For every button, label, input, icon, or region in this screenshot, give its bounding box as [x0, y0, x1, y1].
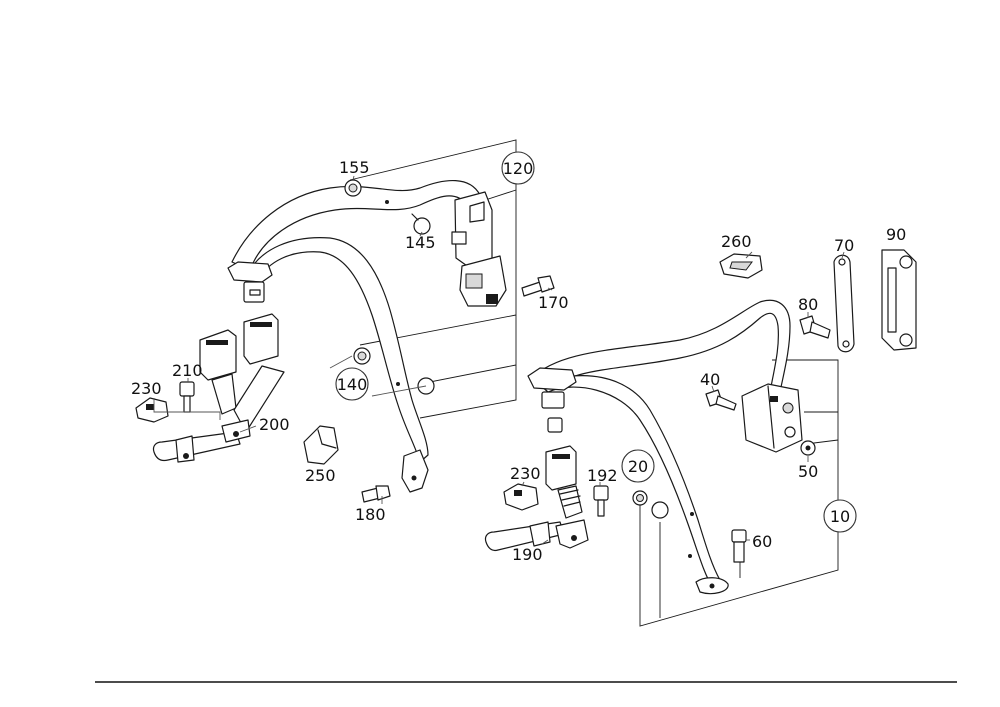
callout-230-right: 230: [510, 464, 541, 483]
callout-labels: 155 120 145 170 210 230 200 140 250 180 …: [131, 151, 906, 564]
callout-70: 70: [834, 236, 854, 255]
right-assembly-frame: [639, 359, 839, 627]
callout-20: 20: [628, 457, 648, 476]
left-assembly-frame: [349, 139, 517, 419]
part-192-bolt: [593, 485, 609, 517]
right-retractor: [741, 383, 803, 453]
part-70-trim: [833, 254, 855, 353]
callout-50: 50: [798, 462, 818, 481]
part-145-plug: [411, 213, 431, 235]
part-20-washer: [632, 490, 648, 506]
part-250-cover: [303, 425, 339, 465]
callout-145: 145: [405, 233, 436, 252]
leader-lines: [153, 175, 845, 545]
callout-circle-20: [621, 449, 655, 483]
callout-200: 200: [259, 415, 290, 434]
part-170-bolt: [521, 275, 555, 297]
callout-170: 170: [538, 293, 569, 312]
part-210-bolt: [179, 381, 195, 413]
callout-90: 90: [886, 225, 906, 244]
part-230-clip-left: [135, 397, 169, 423]
part-40-bolt: [705, 389, 737, 411]
left-buckle-set: [152, 313, 285, 463]
callout-120: 120: [503, 159, 534, 178]
left-retractor: [451, 191, 507, 307]
callout-circle-120: [501, 151, 535, 185]
part-140-washer: [353, 347, 371, 365]
part-155-washer: [344, 179, 362, 197]
callout-230-left: 230: [131, 379, 162, 398]
callout-40: 40: [700, 370, 720, 389]
callout-180: 180: [355, 505, 386, 524]
callout-155: 155: [339, 158, 370, 177]
callout-60: 60: [752, 532, 772, 551]
right-belt-webbing: [527, 299, 791, 595]
callout-192: 192: [587, 466, 618, 485]
part-50-washer: [800, 440, 816, 456]
part-60-bolt: [731, 529, 747, 563]
part-20-plug: [651, 501, 669, 519]
callout-80: 80: [798, 295, 818, 314]
callout-190: 190: [512, 545, 543, 564]
callout-circle-10: [823, 499, 857, 533]
part-180-bolt: [361, 485, 391, 503]
callout-210: 210: [172, 361, 203, 380]
callout-10: 10: [830, 507, 850, 526]
part-90-height-adjuster: [881, 249, 917, 351]
callout-250: 250: [305, 466, 336, 485]
part-260-guide: [719, 253, 763, 279]
callout-circle-140: [335, 367, 369, 401]
callout-260: 260: [721, 232, 752, 251]
part-230-clip-right: [503, 483, 539, 511]
part-80-bolt: [799, 315, 831, 339]
callout-140: 140: [337, 375, 368, 394]
right-buckle-set: [484, 445, 589, 552]
